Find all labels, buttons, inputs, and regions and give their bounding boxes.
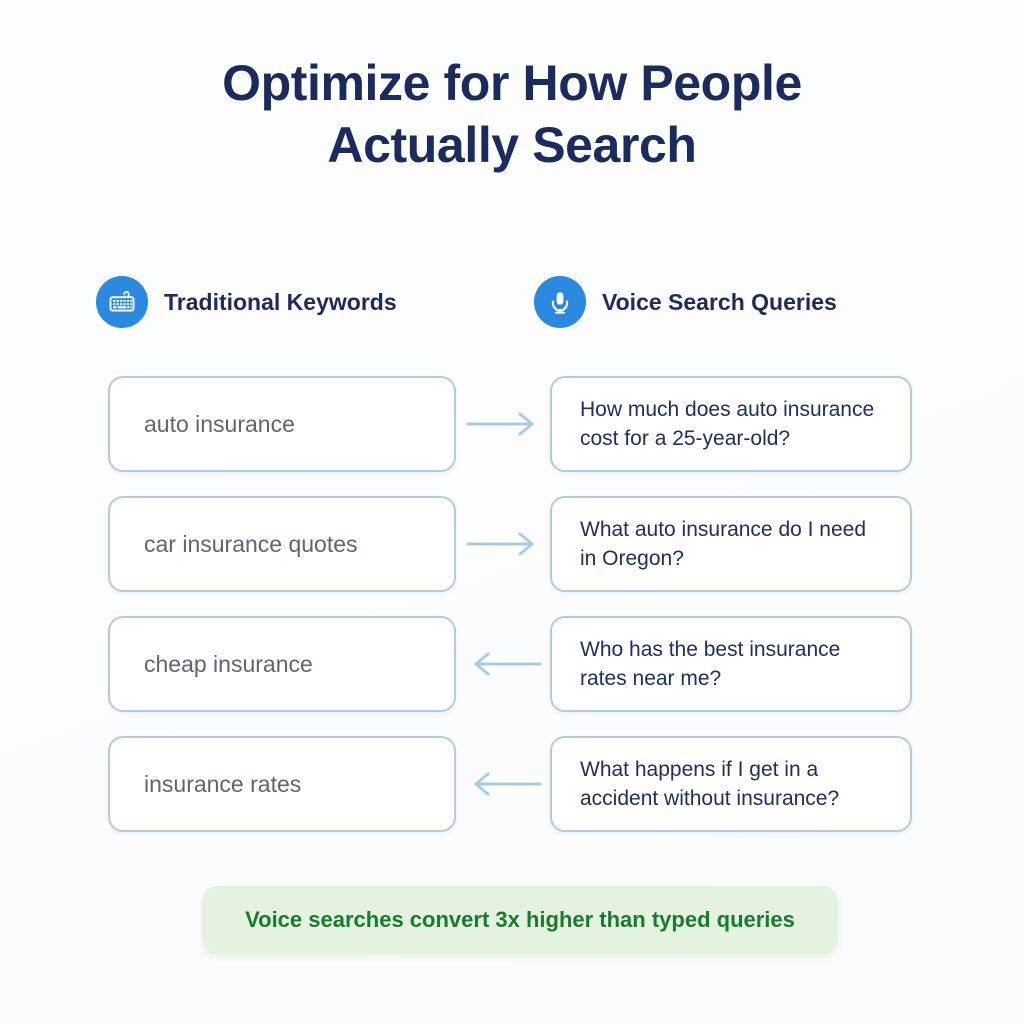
query-card[interactable]: What auto insurance do I need in Oregon?	[550, 496, 912, 592]
comparison-row: auto insurance How much does auto insura…	[0, 376, 1024, 472]
query-text: What auto insurance do I need in Oregon?	[580, 518, 867, 570]
keyword-text: cheap insurance	[144, 651, 313, 677]
keyword-text: car insurance quotes	[144, 531, 358, 557]
keyword-card[interactable]: insurance rates	[108, 736, 456, 832]
keyword-card[interactable]: car insurance quotes	[108, 496, 456, 592]
column-header-voice: Voice Search Queries	[534, 276, 837, 328]
title-line-2: Actually Search	[327, 117, 697, 173]
query-card[interactable]: Who has the best insurance rates near me…	[550, 616, 912, 712]
query-text: Who has the best insurance rates near me…	[580, 638, 841, 690]
query-text: What happens if I get in a accident with…	[580, 758, 840, 810]
comparison-rows: auto insurance How much does auto insura…	[0, 376, 1024, 856]
keyboard-icon	[96, 276, 148, 328]
column-header-traditional: Traditional Keywords	[96, 276, 397, 328]
query-card[interactable]: How much does auto insurance cost for a …	[550, 376, 912, 472]
stat-banner-text: Voice searches convert 3x higher than ty…	[245, 907, 795, 932]
stat-banner: Voice searches convert 3x higher than ty…	[202, 886, 838, 954]
query-card[interactable]: What happens if I get in a accident with…	[550, 736, 912, 832]
arrow-right-icon	[466, 409, 542, 439]
page-title: Optimize for How People Actually Search	[0, 52, 1024, 176]
keyword-card[interactable]: cheap insurance	[108, 616, 456, 712]
arrow-right-icon	[466, 529, 542, 559]
arrow-left-icon	[466, 649, 542, 679]
comparison-row: insurance rates What happens if I get in…	[0, 736, 1024, 832]
column-header-traditional-label: Traditional Keywords	[164, 288, 397, 315]
comparison-row: cheap insurance Who has the best insuran…	[0, 616, 1024, 712]
comparison-row: car insurance quotes What auto insurance…	[0, 496, 1024, 592]
microphone-icon	[534, 276, 586, 328]
keyword-text: auto insurance	[144, 411, 295, 437]
title-line-1: Optimize for How People	[222, 55, 802, 111]
query-text: How much does auto insurance cost for a …	[580, 398, 875, 450]
keyword-text: insurance rates	[144, 771, 302, 797]
keyword-card[interactable]: auto insurance	[108, 376, 456, 472]
column-header-voice-label: Voice Search Queries	[602, 288, 837, 315]
arrow-left-icon	[466, 769, 542, 799]
